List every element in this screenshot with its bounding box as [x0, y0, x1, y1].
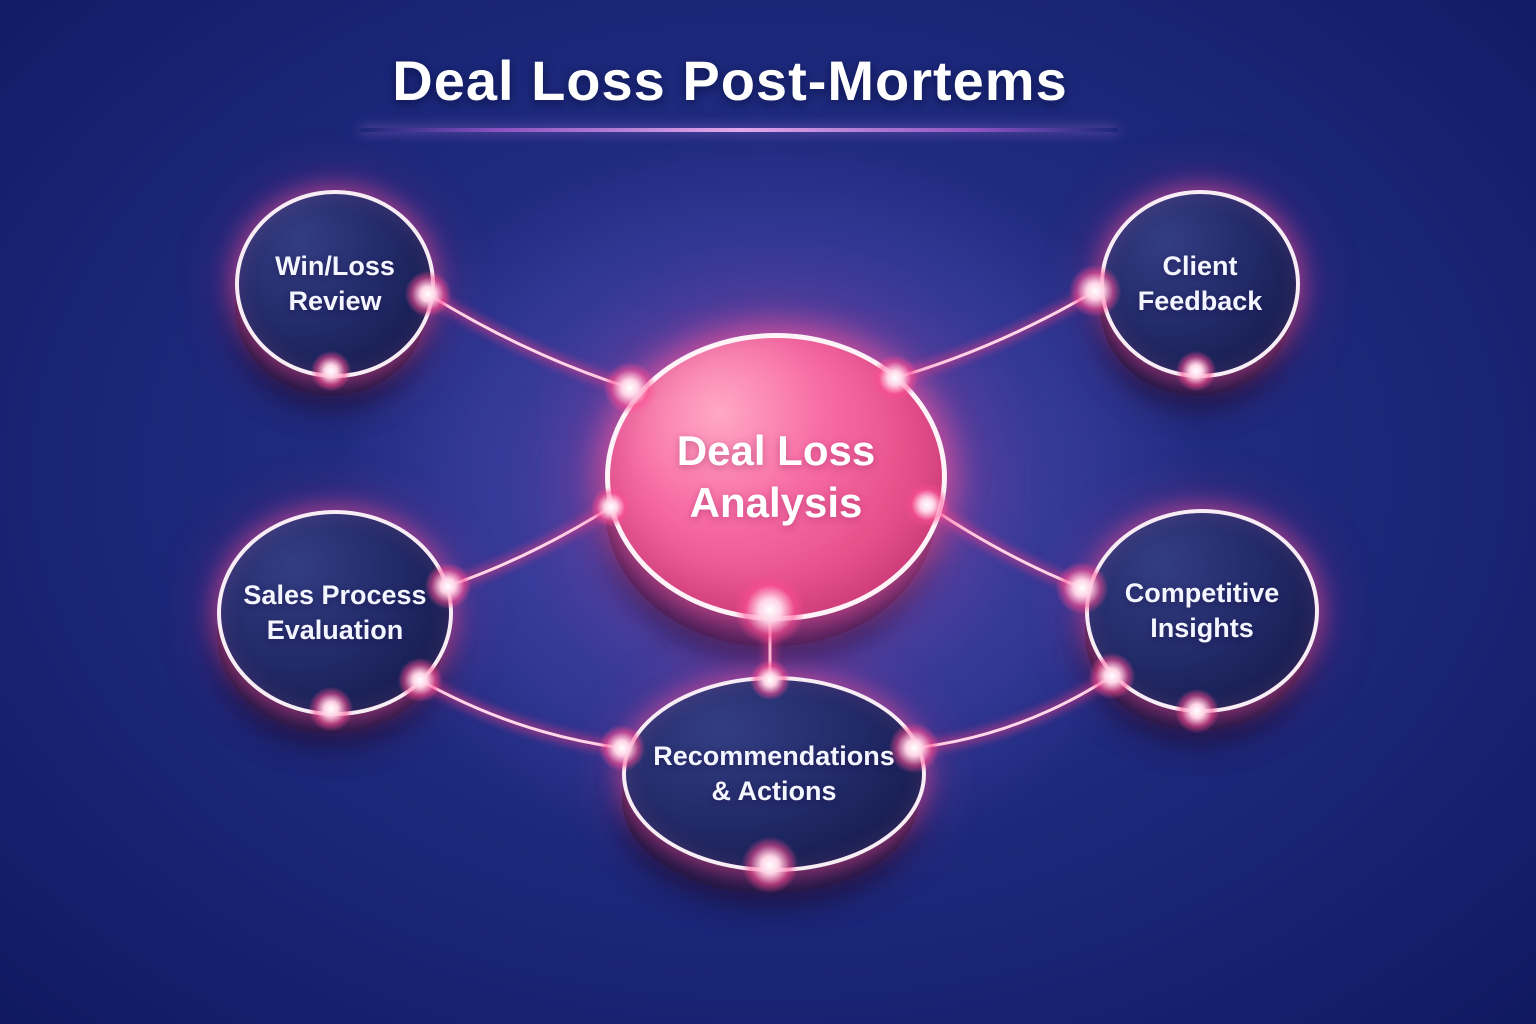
- node-deal-loss-analysis: Deal Loss Analysis: [605, 333, 947, 621]
- page-title: Deal Loss Post-Mortems: [392, 49, 1068, 112]
- title-underline: [360, 128, 1118, 132]
- node-label-line2: Insights: [1150, 613, 1254, 643]
- node-label: Client Feedback: [1124, 249, 1277, 319]
- header: Deal Loss Post-Mortems: [0, 0, 1498, 113]
- node-label-line1: Sales Process: [243, 579, 427, 610]
- node-label-line2: & Actions: [711, 776, 837, 806]
- connector-competitive-recommendations: [912, 674, 1114, 750]
- node-label: Win/Loss Review: [261, 249, 409, 319]
- node-label: Recommendations & Actions: [639, 739, 909, 809]
- node-label-line1: Win/Loss: [275, 250, 395, 281]
- node-label: Sales Process Evaluation: [229, 578, 440, 648]
- node-client-feedback: Client Feedback: [1100, 190, 1300, 378]
- node-label-line1: Client: [1162, 250, 1238, 281]
- node-label: Competitive Insights: [1111, 576, 1294, 646]
- node-label-line2: Review: [288, 286, 382, 316]
- node-label-line1: Recommendations: [653, 740, 895, 771]
- node-recommendations-actions: Recommendations & Actions: [622, 676, 926, 872]
- node-label: Deal Loss Analysis: [663, 425, 889, 530]
- node-label-line2: Evaluation: [266, 615, 404, 645]
- node-win-loss-review: Win/Loss Review: [235, 190, 435, 378]
- node-sales-process-evaluation: Sales Process Evaluation: [217, 510, 453, 716]
- node-label-line2: Feedback: [1137, 286, 1263, 316]
- node-competitive-insights: Competitive Insights: [1085, 509, 1319, 713]
- connector-salesprocess-recommendations: [418, 678, 624, 750]
- node-label-line1: Deal Loss: [676, 426, 876, 474]
- node-label-line2: Analysis: [689, 479, 863, 526]
- node-label-line1: Competitive: [1124, 577, 1280, 608]
